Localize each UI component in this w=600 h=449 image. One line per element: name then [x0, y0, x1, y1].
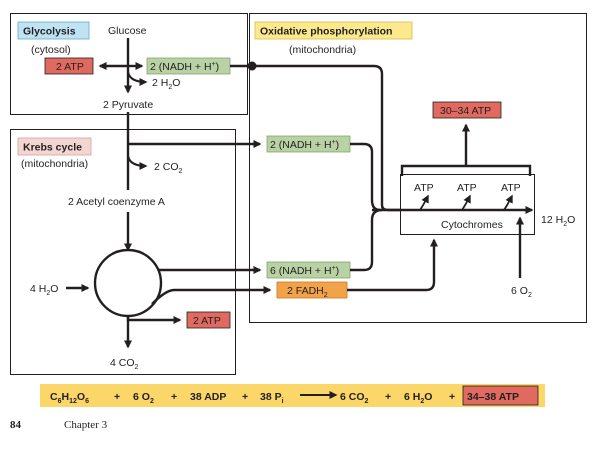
glycolysis-location: (cytosol): [31, 44, 71, 56]
equation-adp: 38 ADP: [190, 391, 226, 403]
equation-plus-1: +: [114, 391, 120, 403]
oxygen-label: 6 O2: [511, 285, 532, 299]
equation-phosphate: 38 Pi: [260, 391, 284, 405]
equation-plus-4: +: [385, 391, 391, 403]
cyt-atp-arrow-a: [419, 194, 429, 211]
oxphos-location: (mitochondria): [289, 44, 356, 56]
equation-glucose: C6H12O6: [50, 391, 89, 405]
krebs-atp-bg: [186, 311, 231, 329]
krebs-location: (mitochondria): [21, 158, 88, 170]
equation-plus-5: +: [449, 391, 455, 403]
krebs-title-bg: [17, 137, 92, 156]
glycolysis-water: 2 H2O: [152, 77, 180, 91]
acetyl-coa-label: 2 Acetyl coenzyme A: [68, 196, 165, 208]
krebs-co2-arrow: [127, 155, 148, 170]
glycolysis-title: Glycolysis: [23, 26, 76, 38]
oxphos-title-bg: [254, 21, 413, 40]
water-out: 12 H2O: [541, 214, 575, 228]
cytochromes-box: [400, 174, 535, 235]
equation-bg: [40, 384, 545, 407]
krebs-co2-a: 2 CO2: [154, 161, 183, 175]
cyt-atp-arrow-b: [461, 194, 471, 211]
krebs-atp-arrow: [126, 316, 182, 324]
krebs-box: [10, 129, 236, 375]
krebs-nadh: 6 (NADH + H+): [270, 265, 339, 277]
equation-water: 6 H2O: [404, 391, 432, 405]
glycolysis-title-bg: [17, 21, 90, 40]
krebs-nadh-path: [350, 208, 383, 272]
equation-atp: 34–38 ATP: [467, 391, 519, 403]
krebs-atp: 2 ATP: [193, 315, 221, 327]
equation-plus-2: +: [171, 391, 177, 403]
equation-atp-bg: [462, 385, 539, 406]
cyt-atp-a: ATP: [414, 182, 434, 194]
krebs-title: Krebs cycle: [23, 142, 82, 154]
cyt-atp-arrow-c: [503, 194, 513, 211]
cytochromes-label: Cytochromes: [441, 219, 503, 231]
krebs-fadh-arrow: [151, 286, 272, 305]
equation-plus-3: +: [242, 391, 248, 403]
pyruvate-label: 2 Pyruvate: [103, 99, 153, 111]
chapter-label: Chapter 3: [64, 419, 108, 431]
oxphos-box: [249, 13, 587, 323]
glycolysis-atp-bg: [44, 57, 94, 75]
krebs-fadh: 2 FADH2: [287, 285, 328, 299]
atp-total: 30–34 ATP: [440, 105, 491, 117]
equation-co2: 6 CO2: [340, 391, 369, 405]
krebs-co2-b: 4 CO2: [110, 357, 139, 371]
cyt-atp-c: ATP: [501, 182, 521, 194]
glycolysis-nadh: 2 (NADH + H+): [150, 61, 219, 73]
glucose-label: Glucose: [108, 25, 147, 37]
krebs-cycle-circle: [93, 248, 163, 318]
page-number: 84: [10, 419, 22, 431]
glycolysis-atp: 2 ATP: [56, 61, 84, 73]
equation-oxygen: 6 O2: [133, 391, 154, 405]
krebs-water-in: 4 H2O: [30, 283, 58, 297]
pyruvate-nadh-path: [350, 142, 381, 212]
atp-total-bg: [432, 101, 502, 119]
pyruvate-nadh: 2 (NADH + H+): [270, 139, 339, 151]
fadh-path: [347, 238, 438, 292]
cyt-atp-b: ATP: [457, 182, 477, 194]
oxphos-title: Oxidative phosphorylation: [260, 26, 392, 38]
glycolysis-water-arrow: [127, 71, 148, 86]
